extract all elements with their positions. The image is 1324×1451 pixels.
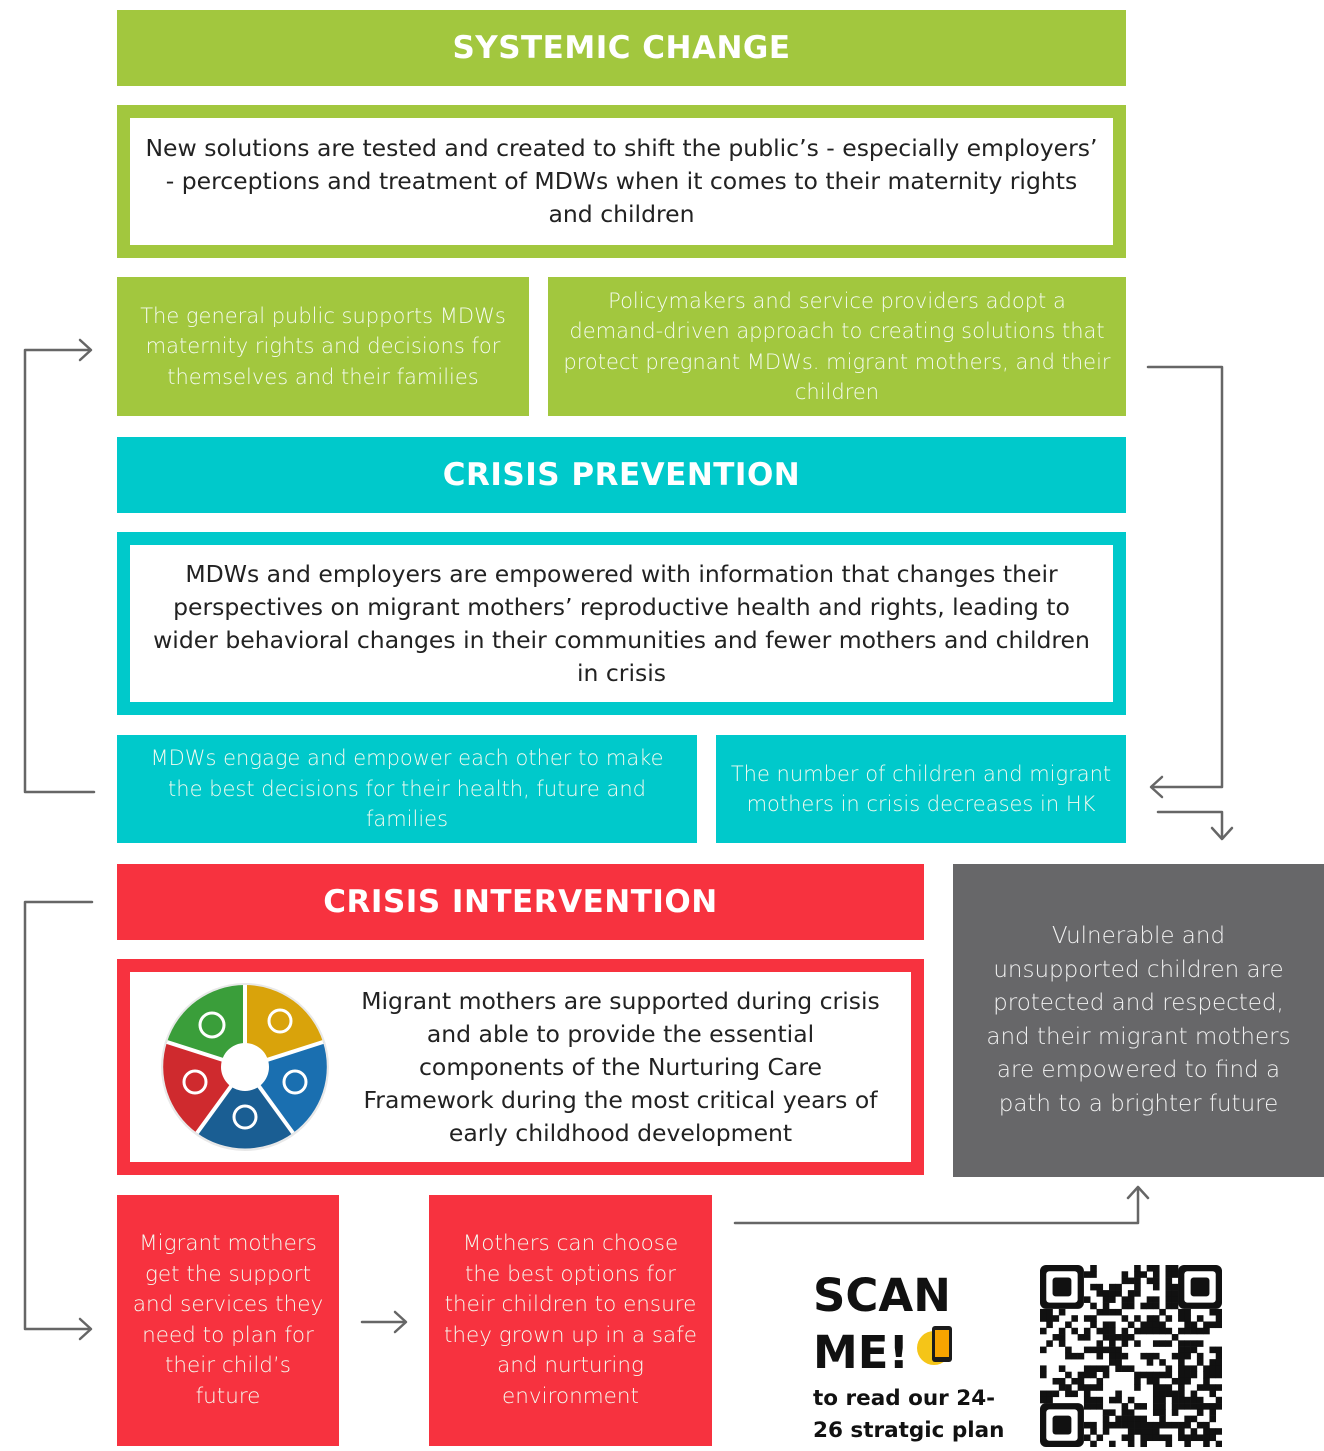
arrow-choice-to-impact	[733, 1186, 1140, 1225]
arrow-prevention-to-impact	[1156, 810, 1224, 840]
prevention-sub-left: MDWs engage and empower each other to ma…	[117, 735, 697, 843]
crisis-prevention-header: CRISIS PREVENTION	[117, 437, 1126, 513]
systemic-sub-right: Policymakers and service providers adopt…	[548, 277, 1126, 416]
arrow-systemic-to-prevention	[1146, 365, 1224, 789]
crisis-intervention-outcome-inner: Migrant mothers are supported during cri…	[130, 972, 911, 1162]
crisis-prevention-outcome-box: MDWs and employers are empowered with in…	[117, 532, 1126, 715]
crisis-prevention-outcome: MDWs and employers are empowered with in…	[130, 545, 1113, 702]
nurturing-care-framework-icon	[130, 972, 360, 1162]
intervention-sub-left: Migrant mothers get the support and serv…	[117, 1195, 339, 1446]
qr-code[interactable]	[1040, 1265, 1223, 1448]
systemic-change-outcome: New solutions are tested and created to …	[130, 118, 1113, 245]
systemic-change-title: SYSTEMIC CHANGE	[452, 30, 791, 66]
crisis-intervention-header: CRISIS INTERVENTION	[117, 864, 924, 940]
phone-icon	[915, 1324, 957, 1381]
crisis-prevention-title: CRISIS PREVENTION	[442, 457, 801, 493]
scan-me-caption: to read our 24-26 stratgic plan	[813, 1386, 1005, 1443]
impact-box: Vulnerable and unsupported children are …	[953, 864, 1324, 1177]
scan-me-block: SCAN ME! to read our 24-26 stratgic plan	[813, 1268, 1028, 1448]
scan-me-line1: SCAN	[813, 1269, 951, 1322]
intervention-sub-right: Mothers can choose the best options for …	[429, 1195, 712, 1446]
systemic-sub-left: The general public supports MDWs materni…	[117, 277, 529, 416]
systemic-change-header: SYSTEMIC CHANGE	[117, 10, 1126, 86]
crisis-intervention-outcome: Migrant mothers are supported during cri…	[361, 986, 880, 1147]
arrow-intervention-to-support	[23, 900, 94, 1331]
arrow-prevention-to-systemic	[23, 348, 96, 794]
crisis-intervention-outcome-box: Migrant mothers are supported during cri…	[117, 959, 924, 1175]
scan-me-line2: ME!	[813, 1325, 910, 1379]
prevention-sub-right: The number of children and migrant mothe…	[716, 735, 1126, 843]
scan-me-line2-row: ME!	[813, 1324, 1028, 1381]
crisis-intervention-title: CRISIS INTERVENTION	[323, 884, 718, 920]
systemic-change-outcome-box: New solutions are tested and created to …	[117, 105, 1126, 258]
